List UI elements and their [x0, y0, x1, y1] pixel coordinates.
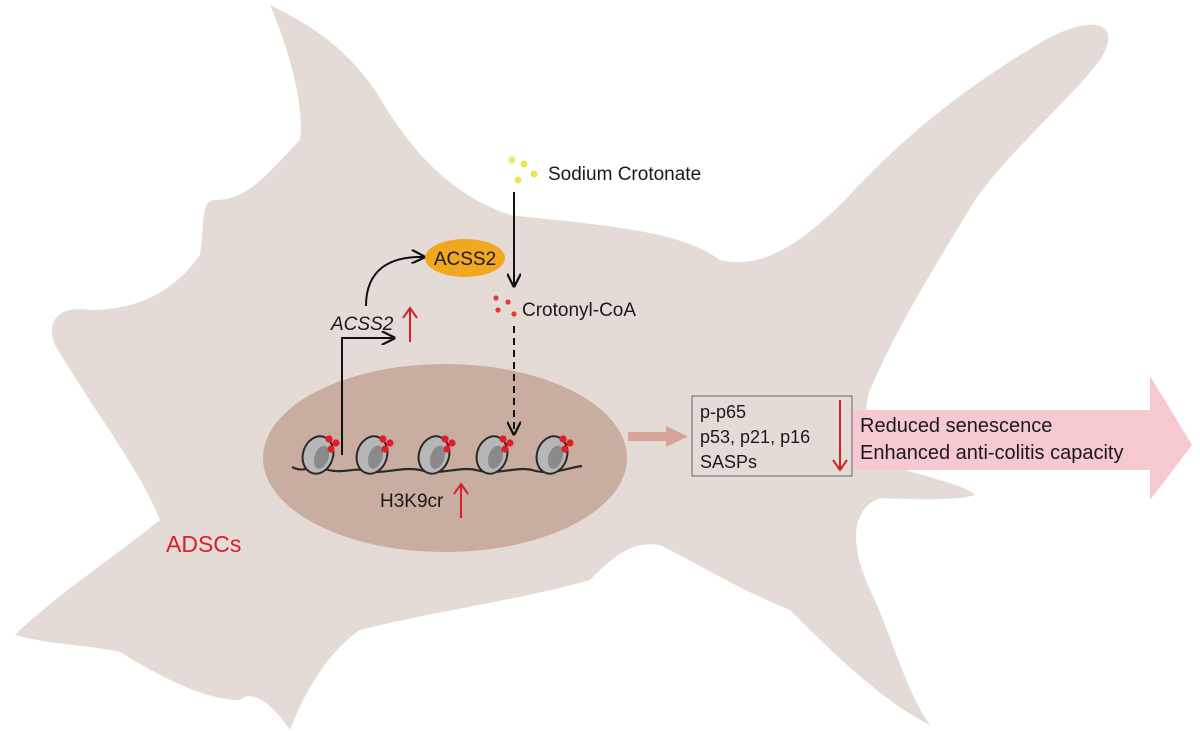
- nucleosome: [301, 435, 340, 475]
- markers-down-arrow: [832, 400, 848, 472]
- outcome-line: Reduced senescence: [860, 415, 1052, 437]
- markers-box: [691, 395, 853, 477]
- nucleosome: [535, 435, 574, 475]
- marker-line: p-p65: [700, 402, 746, 422]
- nucleosome: [355, 435, 394, 475]
- sodium-crotonate-label: Sodium Crotonate: [548, 164, 701, 185]
- marker-line: p53, p21, p16: [700, 427, 810, 447]
- acss2-enzyme: [425, 239, 505, 277]
- nucleosome: [417, 435, 456, 475]
- transcription-arrow: [341, 338, 394, 455]
- acss2-gene-label: ACSS2: [330, 314, 394, 335]
- h3k9cr-label: H3K9cr: [380, 491, 444, 512]
- nucleus-to-markers-arrow: [628, 426, 688, 447]
- acss2-up-arrow: [402, 306, 418, 342]
- crotonyl-coa-dots: [493, 295, 517, 317]
- outcome-arrow: [852, 376, 1192, 500]
- translation-arrow: [365, 257, 424, 307]
- outcome-line: Enhanced anti-colitis capacity: [860, 442, 1123, 464]
- acss2-enzyme-label: ACSS2: [434, 249, 496, 270]
- marker-line: SASPs: [700, 452, 757, 472]
- h3k9cr-up-arrow: [453, 482, 469, 518]
- sodium-crotonate-dots: [508, 156, 538, 184]
- adscs-label: ADSCs: [166, 531, 241, 557]
- adsc-cell-body: [15, 5, 1109, 730]
- crotonyl-coa-label: Crotonyl-CoA: [522, 300, 636, 321]
- nucleosome: [475, 435, 514, 475]
